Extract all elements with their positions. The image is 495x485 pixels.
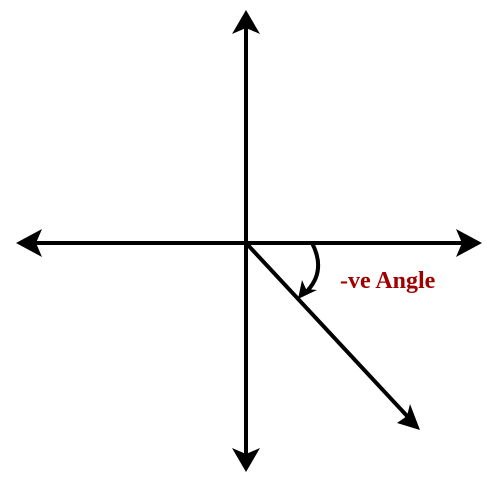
y-axis-bottom-arrowhead [232, 448, 260, 472]
arrowheads [16, 10, 482, 472]
angle-arc [306, 242, 320, 292]
terminal-ray-arrowhead [397, 404, 420, 430]
x-axis-left-arrowhead [16, 229, 42, 257]
x-axis-right-arrowhead [456, 229, 482, 257]
angle-label: -ve Angle [340, 268, 436, 294]
angle-arc-arrowhead [298, 280, 317, 299]
terminal-ray-line [244, 241, 410, 419]
y-axis-top-arrowhead [232, 10, 260, 34]
coordinate-axes [34, 26, 466, 456]
